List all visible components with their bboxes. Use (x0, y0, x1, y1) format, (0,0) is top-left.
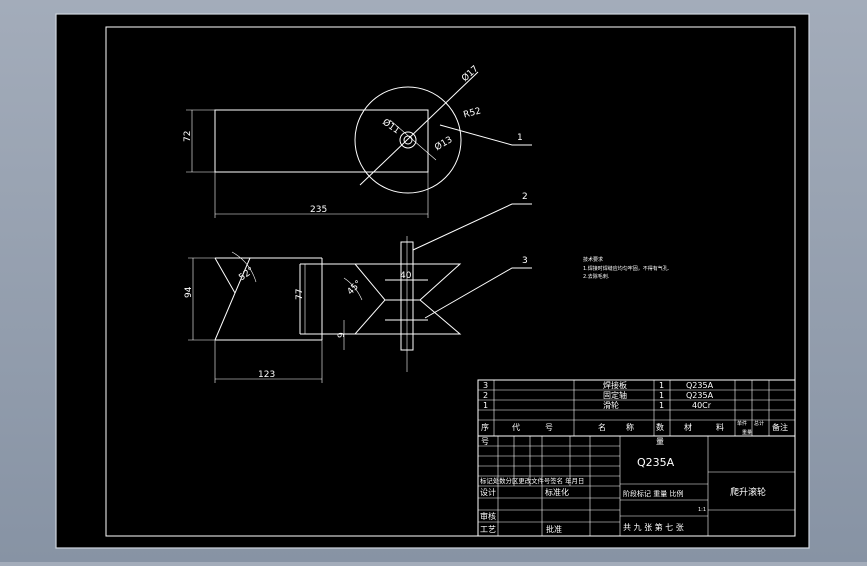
part-2-name: 固定轴 (603, 390, 627, 400)
part-1-no: 1 (483, 401, 488, 410)
callout-3-leader (424, 267, 532, 319)
dim-94: 94 (184, 286, 194, 298)
pulley-circle (354, 86, 462, 194)
part-2-material: Q235A (686, 391, 714, 400)
callout-1-leader (439, 124, 532, 146)
plate-rectangle (214, 109, 429, 173)
dim-235: 235 (310, 205, 327, 215)
dim-9: 9 (337, 332, 347, 338)
part-3-qty: 1 (659, 381, 664, 390)
notes-line-2: 2.去除毛刺. (583, 273, 610, 280)
dim-40: 40 (400, 271, 412, 281)
title-block: 3 焊接板 1 Q235A 2 固定轴 1 Q235A 1 滑轮 1 40Cr … (477, 379, 796, 537)
dim-123: 123 (258, 370, 275, 380)
callout-1-label: 1 (517, 133, 523, 143)
label-process: 工艺 (480, 525, 496, 534)
part-1-name: 滑轮 (603, 400, 619, 410)
header-seq: 序 (481, 422, 489, 432)
technical-notes: 技术要求 1.焊接时焊缝应均匀牢固，不得有气孔. 2.去除毛刺. (583, 256, 670, 280)
drawing-frame (105, 26, 796, 537)
part-2-no: 2 (483, 391, 488, 400)
callout-2-leader (412, 203, 532, 251)
header-seq-2: 号 (481, 437, 489, 446)
plate-outline-2 (214, 257, 236, 341)
notes-line-1: 1.焊接时焊缝应均匀牢固，不得有气孔. (583, 265, 670, 272)
angle-45-arc (343, 277, 363, 301)
part-3-name: 焊接板 (603, 380, 627, 390)
dim-77: 77 (295, 289, 305, 300)
axle-outer-circle (399, 131, 417, 149)
label-approve: 批准 (546, 524, 562, 534)
header-total: 总计 (754, 420, 764, 427)
header-note: 备注 (772, 422, 788, 432)
label-standard: 标准化 (545, 487, 569, 497)
part-1-qty: 1 (659, 401, 664, 410)
diagonal-center-line-2 (389, 119, 437, 161)
header-name-2: 称 (626, 422, 634, 432)
callout-2-label: 2 (522, 192, 528, 202)
part-2-qty: 1 (659, 391, 664, 400)
header-qty-2: 量 (656, 437, 664, 446)
header-weight: 重量 (742, 429, 752, 436)
header-single: 单件 (737, 420, 747, 427)
callout-3-label: 3 (522, 256, 528, 266)
sheet-background (55, 13, 810, 549)
sheet-count: 共 九 张 第 七 张 (623, 522, 684, 532)
header-code: 代 (512, 422, 520, 432)
material-label: Q235A (637, 456, 675, 469)
angle-52-arc (231, 251, 257, 283)
drawing-title: 爬升滚轮 (730, 486, 766, 498)
part-3-material: Q235A (686, 381, 714, 390)
header-name: 名 (598, 422, 606, 432)
label-design: 设计 (480, 487, 496, 497)
dim-72: 72 (183, 131, 193, 142)
header-material-2: 料 (716, 422, 724, 432)
part-1-material: 40Cr (692, 401, 712, 410)
part-3-no: 3 (483, 381, 488, 390)
label-review: 审核 (480, 511, 496, 521)
notes-heading: 技术要求 (583, 256, 603, 263)
dim-r52: R52 (462, 106, 482, 120)
header-qty: 数 (656, 422, 664, 432)
diagonal-center-line (359, 71, 479, 186)
revision-header: 标记处数分区更改文件号签名 年月日 (480, 476, 584, 485)
stage-header: 阶段标记 重量 比例 (623, 489, 683, 498)
header-code-2: 号 (545, 423, 553, 432)
scale-value: 1:1 (698, 507, 706, 513)
header-material: 材 (684, 422, 692, 432)
